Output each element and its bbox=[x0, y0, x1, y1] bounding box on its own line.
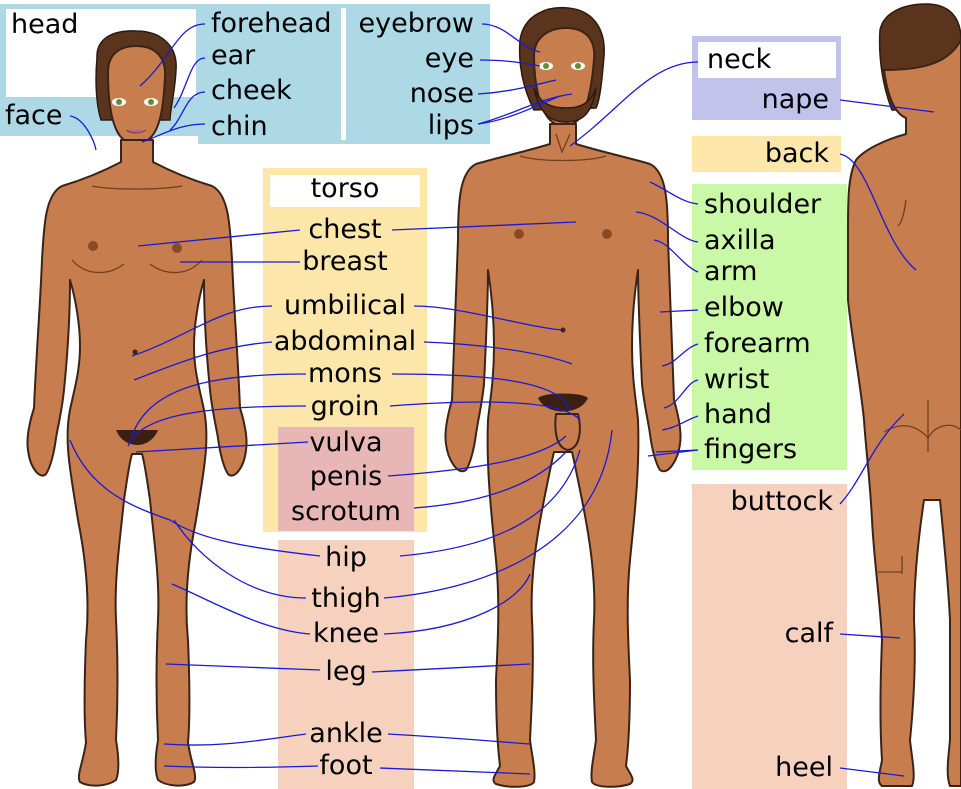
head-group-divider bbox=[341, 8, 346, 140]
label-ankle: ankle bbox=[309, 718, 383, 749]
genital-group-box bbox=[278, 427, 414, 531]
label-elbow: elbow bbox=[704, 292, 784, 323]
label-axilla: axilla bbox=[704, 225, 776, 256]
label-torso: torso bbox=[310, 173, 380, 204]
label-breast: breast bbox=[302, 246, 388, 277]
label-forearm: forearm bbox=[704, 328, 811, 359]
label-nose: nose bbox=[409, 78, 474, 109]
leg-group-box bbox=[278, 540, 414, 789]
label-foot: foot bbox=[319, 750, 373, 781]
label-wrist: wrist bbox=[704, 364, 770, 395]
label-lips: lips bbox=[427, 110, 474, 141]
label-vulva: vulva bbox=[309, 427, 383, 458]
label-leg: leg bbox=[325, 656, 367, 687]
label-knee: knee bbox=[313, 618, 379, 649]
label-chest: chest bbox=[308, 214, 382, 245]
label-forehead: forehead bbox=[211, 8, 332, 39]
label-mons: mons bbox=[308, 358, 382, 389]
female-figure bbox=[26, 30, 248, 787]
label-neck: neck bbox=[707, 44, 772, 75]
label-face: face bbox=[5, 100, 63, 131]
label-heel: heel bbox=[775, 752, 833, 783]
label-buttock: buttock bbox=[730, 486, 833, 517]
label-abdominal: abdominal bbox=[273, 326, 417, 357]
male-figure bbox=[444, 6, 682, 788]
arm-group-box bbox=[692, 184, 847, 470]
label-eye: eye bbox=[424, 43, 474, 74]
label-shoulder: shoulder bbox=[704, 189, 822, 220]
label-umbilical: umbilical bbox=[284, 290, 406, 321]
torso-title-box bbox=[270, 175, 420, 207]
label-arm: arm bbox=[704, 256, 758, 287]
label-hip: hip bbox=[325, 542, 367, 573]
label-hand: hand bbox=[704, 399, 772, 430]
label-chin: chin bbox=[211, 111, 268, 142]
label-groin: groin bbox=[310, 391, 380, 422]
label-penis: penis bbox=[309, 461, 383, 492]
back-group-box bbox=[692, 136, 841, 172]
label-head: head bbox=[11, 9, 79, 40]
label-eyebrow: eyebrow bbox=[358, 8, 474, 39]
label-cheek: cheek bbox=[211, 75, 292, 106]
label-back: back bbox=[764, 138, 829, 169]
label-fingers: fingers bbox=[704, 434, 798, 465]
neck-title-box bbox=[698, 42, 836, 78]
leader-lines bbox=[69, 23, 935, 777]
label-ear: ear bbox=[211, 40, 256, 71]
label-calf: calf bbox=[784, 618, 833, 649]
label-thigh: thigh bbox=[311, 583, 381, 614]
label-scrotum: scrotum bbox=[291, 496, 401, 527]
rear-leg-group-box bbox=[692, 484, 847, 789]
rear-figure bbox=[847, 3, 961, 787]
label-nape: nape bbox=[761, 84, 829, 115]
